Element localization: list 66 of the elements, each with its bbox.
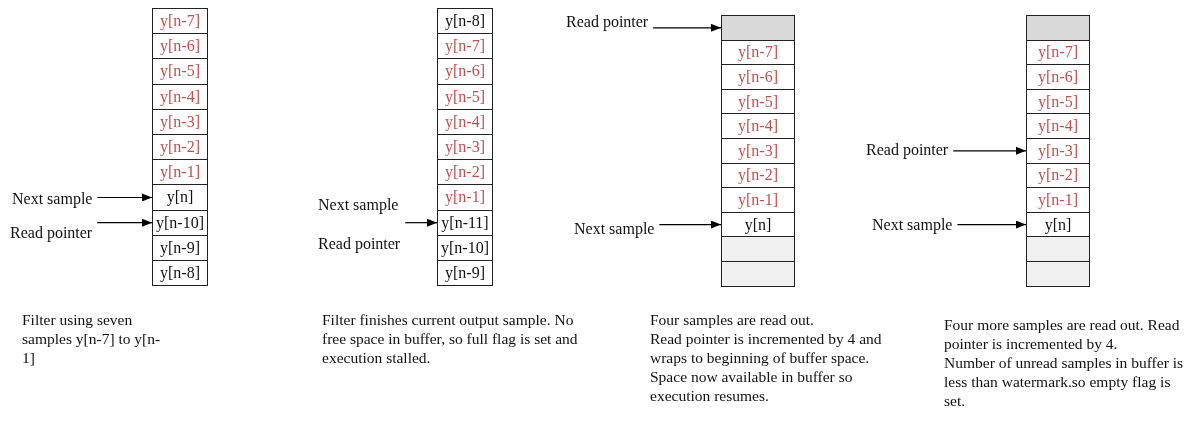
buffer-cell: y[n-9] bbox=[152, 234, 208, 261]
pointer-label: Next sample bbox=[872, 215, 953, 235]
buffer-cell: y[n-1] bbox=[152, 159, 208, 186]
caption-text: Four more samples are read out. Read pointer is incremented by 4. bbox=[944, 315, 1181, 353]
empty-buffer-cell bbox=[721, 236, 795, 262]
buffer-cell: y[n-4] bbox=[721, 113, 795, 139]
buffer-cell: y[n-3] bbox=[721, 138, 795, 164]
buffer-cell: y[n-6] bbox=[152, 33, 208, 60]
pointer-label: Read pointer bbox=[866, 140, 949, 160]
buffer-cell: y[n-6] bbox=[1026, 64, 1090, 90]
buffer-cell: y[n-2] bbox=[1026, 162, 1090, 189]
arrow bbox=[652, 23, 722, 32]
empty-buffer-cell bbox=[1026, 261, 1090, 287]
arrow bbox=[96, 193, 153, 202]
caption-text: Number of unread samples in buffer is less than watermark.so empty flag is set. bbox=[944, 353, 1185, 410]
buffer-cell: y[n-7] bbox=[1026, 39, 1090, 66]
buffer-cell: y[n-9] bbox=[437, 260, 493, 287]
buffer-cell: y[n-8] bbox=[437, 8, 493, 35]
pointer-label: Read pointer bbox=[318, 234, 401, 254]
buffer-cell: y[n-6] bbox=[721, 64, 795, 90]
arrow bbox=[952, 146, 1027, 155]
buffer-cell: y[n-4] bbox=[1026, 113, 1090, 139]
buffer-cell: y[n-7] bbox=[152, 8, 208, 35]
buffer-cell: y[n-3] bbox=[152, 108, 208, 135]
buffer-cell: y[n-2] bbox=[152, 134, 208, 161]
arrow bbox=[956, 220, 1027, 229]
arrow bbox=[658, 220, 722, 229]
empty-buffer-cell bbox=[721, 15, 795, 41]
caption-text: Four samples are read out. bbox=[650, 310, 815, 329]
buffer-cell: y[n-8] bbox=[152, 260, 208, 287]
buffer-cell: y[n-7] bbox=[437, 33, 493, 60]
empty-buffer-cell bbox=[721, 261, 795, 287]
buffer-cell: y[n-5] bbox=[152, 58, 208, 85]
buffer-cell: y[n] bbox=[1026, 211, 1090, 238]
pointer-label: Next sample bbox=[318, 195, 399, 215]
buffer-cell: y[n-4] bbox=[152, 83, 208, 110]
caption-text: Filter finishes current output sample. No free space in buffer, so full flag is set and execution stalled. bbox=[322, 310, 579, 367]
buffer-cell: y[n-3] bbox=[1026, 138, 1090, 164]
caption-text: Space now available in buffer so execution resumes. bbox=[650, 367, 854, 405]
buffer-cell: y[n-5] bbox=[1026, 88, 1090, 115]
buffer-cell: y[n] bbox=[152, 184, 208, 211]
buffer-cell: y[n-5] bbox=[721, 88, 795, 115]
caption-text: Filter using seven samples y[n-7] to y[n-1] bbox=[22, 310, 162, 367]
arrow bbox=[96, 218, 153, 227]
empty-buffer-cell bbox=[1026, 15, 1090, 41]
buffer-cell: y[n-2] bbox=[437, 159, 493, 186]
buffer-cell: y[n-6] bbox=[437, 58, 493, 85]
pointer-label: Read pointer bbox=[10, 223, 93, 243]
buffer-cell: y[n-1] bbox=[721, 187, 795, 213]
buffer-cell: y[n-5] bbox=[437, 83, 493, 110]
pointer-label: Next sample bbox=[12, 189, 93, 209]
buffer-cell: y[n-4] bbox=[437, 108, 493, 135]
pointer-label: Read pointer bbox=[566, 12, 649, 32]
pointer-label: Next sample bbox=[574, 219, 655, 239]
arrow bbox=[404, 218, 438, 227]
caption-text: Read pointer is incremented by 4 and wraps to beginning of buffer space. bbox=[650, 329, 883, 367]
buffer-cell: y[n-3] bbox=[437, 134, 493, 161]
buffer-cell: y[n] bbox=[721, 211, 795, 238]
buffer-cell: y[n-1] bbox=[437, 184, 493, 211]
buffer-cell: y[n-7] bbox=[721, 39, 795, 66]
buffer-cell: y[n-1] bbox=[1026, 187, 1090, 213]
buffer-cell: y[n-10] bbox=[437, 234, 493, 261]
buffer-cell: y[n-11] bbox=[437, 209, 493, 236]
buffer-cell: y[n-10] bbox=[152, 209, 208, 236]
empty-buffer-cell bbox=[1026, 236, 1090, 262]
buffer-cell: y[n-2] bbox=[721, 162, 795, 189]
